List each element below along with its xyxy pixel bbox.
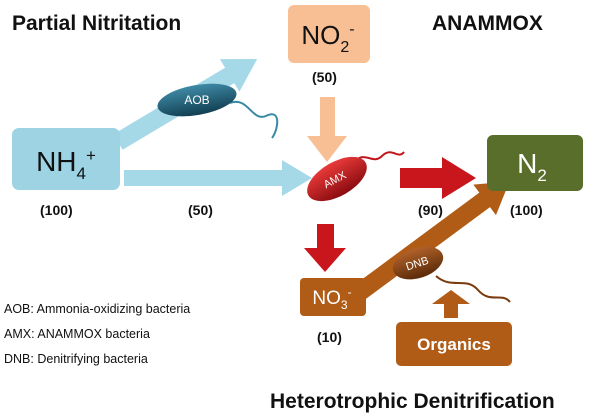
value-n2: (100) xyxy=(510,202,543,218)
value-nh4: (100) xyxy=(40,202,73,218)
value-no2: (50) xyxy=(312,69,337,85)
arrow-organics-up xyxy=(432,290,470,318)
arrow-nh4-to-amx xyxy=(124,160,312,196)
svg-text:N2: N2 xyxy=(517,148,547,185)
svg-text:NH4+: NH4+ xyxy=(36,146,96,183)
dnb-bacterium: DNB xyxy=(392,246,511,303)
legend-item-dnb: DNB: Denitrifying bacteria xyxy=(4,352,148,366)
aob-bacterium: AOB xyxy=(157,83,279,139)
value-no3: (10) xyxy=(317,329,342,345)
arrow-amx-to-no3 xyxy=(304,224,346,272)
amx-bacterium: AMX xyxy=(307,151,405,202)
legend-item-amx: AMX: ANAMMOX bacteria xyxy=(4,327,150,341)
arrow-no3-to-n2 xyxy=(346,181,510,306)
heading-anammox: ANAMMOX xyxy=(432,12,543,35)
svg-text:NO2-: NO2- xyxy=(301,20,354,56)
svg-text:AOB: AOB xyxy=(184,93,209,107)
heading-partial-nitritation: Partial Nitritation xyxy=(12,12,181,35)
arrow-amx-to-n2 xyxy=(400,157,476,199)
value-amx-to-n2: (90) xyxy=(418,202,443,218)
svg-text:Organics: Organics xyxy=(417,335,491,354)
node-n2: N2 xyxy=(487,135,583,191)
node-no3: NO3- xyxy=(300,278,366,316)
legend: AOB: Ammonia-oxidizing bacteria AMX: ANA… xyxy=(4,302,190,366)
node-nh4: NH4+ xyxy=(12,128,120,190)
heading-heterotrophic-denitrification: Heterotrophic Denitrification xyxy=(270,390,555,413)
node-no2: NO2- xyxy=(288,5,370,63)
legend-item-aob: AOB: Ammonia-oxidizing bacteria xyxy=(4,302,190,316)
arrow-no2-to-amx xyxy=(307,97,347,162)
value-nh4-to-amx: (50) xyxy=(188,202,213,218)
node-organics: Organics xyxy=(396,322,512,366)
svg-text:NO3-: NO3- xyxy=(312,285,351,312)
